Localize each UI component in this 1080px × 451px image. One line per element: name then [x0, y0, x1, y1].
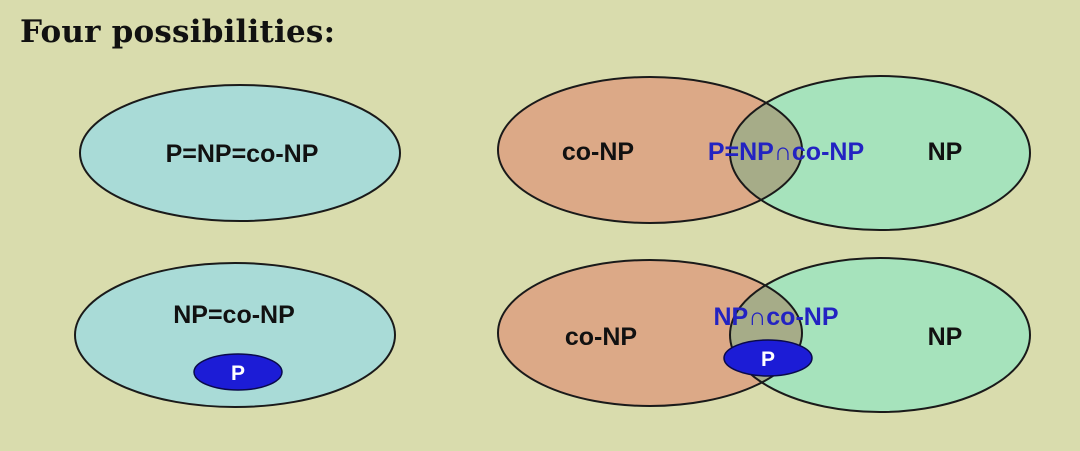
np-conp-label: NP=co-NP — [173, 301, 295, 329]
np-outline — [729, 75, 1031, 231]
panel-p-equals-intersection: co-NP P=NP∩co-NP NP — [497, 75, 1031, 231]
collapse-label: P=NP=co-NP — [166, 140, 319, 168]
np-ellipse — [730, 258, 1030, 412]
np-ellipse — [730, 76, 1030, 230]
conp-outline — [497, 259, 803, 407]
conp-ellipse — [498, 260, 802, 406]
p-ellipse — [193, 353, 283, 391]
p-label: P — [231, 362, 245, 385]
panel-p-inside-intersection: co-NP NP∩co-NP P NP — [497, 257, 1031, 413]
panel-np-equals-conp: NP=co-NP P — [74, 262, 396, 408]
intersection-label: NP∩co-NP — [713, 303, 838, 331]
np-label: NP — [928, 323, 963, 351]
np-outline — [729, 257, 1031, 413]
panel-p-np-conp-equal: P=NP=co-NP — [79, 84, 401, 222]
conp-label: co-NP — [562, 138, 634, 166]
conp-ellipse — [498, 77, 802, 223]
conp-outline — [497, 76, 803, 224]
p-label: P — [761, 348, 775, 371]
intersection-label: P=NP∩co-NP — [708, 138, 864, 166]
p-ellipse — [723, 339, 813, 377]
np-conp-ellipse — [74, 262, 396, 408]
np-label: NP — [928, 138, 963, 166]
conp-label: co-NP — [565, 323, 637, 351]
collapse-ellipse — [79, 84, 401, 222]
slide-title: Four possibilities: — [20, 14, 336, 50]
